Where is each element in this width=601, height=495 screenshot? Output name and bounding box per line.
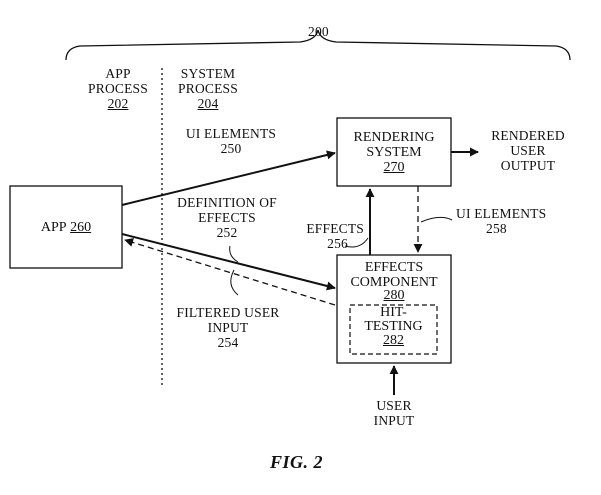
- leader-252: [229, 245, 239, 263]
- figure-ref-200: 200: [308, 24, 329, 39]
- label-effects-256: EFFECTS 256: [306, 221, 364, 251]
- system-process-label: SYSTEM PROCESS 204: [178, 66, 238, 111]
- label-definition-252: DEFINITION OF EFFECTS 252: [177, 195, 277, 240]
- arrow-filtered-input-254: [124, 238, 336, 306]
- label-filtered-input-254: FILTERED USER INPUT 254: [176, 305, 280, 350]
- app-box: [9, 185, 123, 269]
- label-ui-elements-258: UI ELEMENTS 258: [456, 206, 547, 236]
- effects-component-label: EFFECTS COMPONENT 280: [350, 260, 438, 303]
- hit-testing-label: HIT- TESTING 282: [364, 305, 423, 348]
- leader-254: [230, 269, 239, 296]
- rendering-system-box: [336, 117, 452, 187]
- label-rendered-user-output: RENDERED USER OUTPUT: [491, 128, 565, 173]
- app-process-label: APP PROCESS 202: [88, 66, 148, 111]
- arrow-definition-252: [121, 233, 336, 291]
- leader-256: [344, 237, 369, 248]
- effects-component-box: [336, 254, 452, 364]
- arrow-ui-elements-250: [121, 150, 336, 206]
- figure-brace: [65, 29, 571, 61]
- label-user-input: USER INPUT: [373, 398, 415, 428]
- app-box-label: APP 260: [40, 220, 92, 235]
- hit-testing-box: [349, 304, 438, 355]
- leader-258: [420, 216, 453, 223]
- label-ui-elements-250: UI ELEMENTS 250: [185, 126, 277, 156]
- rendering-system-label: RENDERING SYSTEM 270: [353, 130, 435, 175]
- figure-caption: FIG. 2: [270, 452, 324, 472]
